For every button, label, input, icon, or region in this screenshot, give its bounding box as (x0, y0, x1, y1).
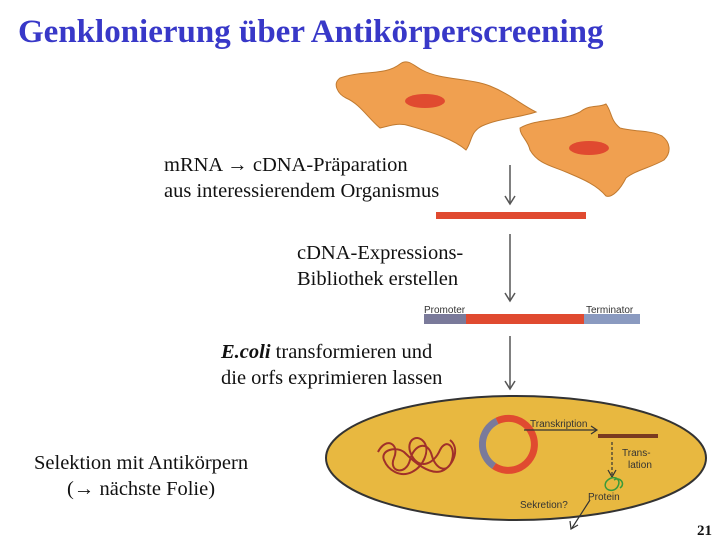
step-2-line-2: Bibliothek erstellen (297, 268, 459, 290)
ecoli-cell (325, 395, 707, 521)
page-title: Genklonierung über Antikörperscreening (18, 14, 604, 50)
cell-1-nucleus (405, 94, 445, 108)
step-1-text: mRNA → cDNA-Präparation aus interessiere… (164, 152, 439, 204)
arrow-head-2 (504, 292, 516, 303)
terminator-label: Terminator (586, 305, 634, 316)
genomic-dna (377, 437, 457, 476)
cell-2-nucleus (569, 141, 609, 155)
arrow-head-1 (504, 195, 516, 206)
page-number: 21 (697, 523, 712, 539)
step-3-line-1: E.coli transformieren und (221, 339, 442, 365)
protein-blob (604, 476, 624, 492)
terminator-segment (584, 314, 640, 324)
translation-label-2: lation (628, 460, 652, 471)
protein-label: Protein (588, 492, 620, 503)
transcription-label: Transkription (530, 419, 587, 430)
step-4-line-1: Selektion mit Antikörpern (34, 452, 249, 474)
mrna-bar (598, 434, 658, 438)
step-2-text: cDNA-Expressions- Bibliothek erstellen (297, 240, 463, 292)
transcription-arrow-head (590, 425, 599, 435)
arrow-head-3 (504, 380, 516, 391)
step-2-line-1: cDNA-Expressions- (297, 242, 464, 264)
cdna-bar (436, 212, 586, 219)
plasmid-red-arc (492, 414, 538, 474)
step-3-line-2: die orfs exprimieren lassen (221, 367, 443, 389)
step-4-line-2: (→ nächste Folie) (67, 478, 216, 500)
step-4-text: Selektion mit Antikörpern (→ nächste Fol… (34, 450, 248, 502)
ecoli-label: E.coli (221, 341, 271, 363)
secretion-arrow-head (569, 520, 579, 530)
cdna-insert (466, 314, 584, 324)
translation-label-1: Trans- (622, 448, 651, 459)
step-1-line-2: aus interessierendem Organismus (164, 180, 440, 202)
plasmid-gray-arc (478, 417, 499, 469)
promoter-segment (424, 314, 466, 324)
secretion-label: Sekretion? (520, 500, 568, 511)
promoter-label: Promoter (424, 305, 466, 316)
step-3-text: E.coli transformieren und die orfs expri… (221, 339, 442, 391)
step-1-line-1: mRNA → cDNA-Präparation (164, 154, 408, 176)
step-3-line-1-rest: transformieren und (270, 341, 433, 363)
secretion-arrow (571, 499, 591, 529)
